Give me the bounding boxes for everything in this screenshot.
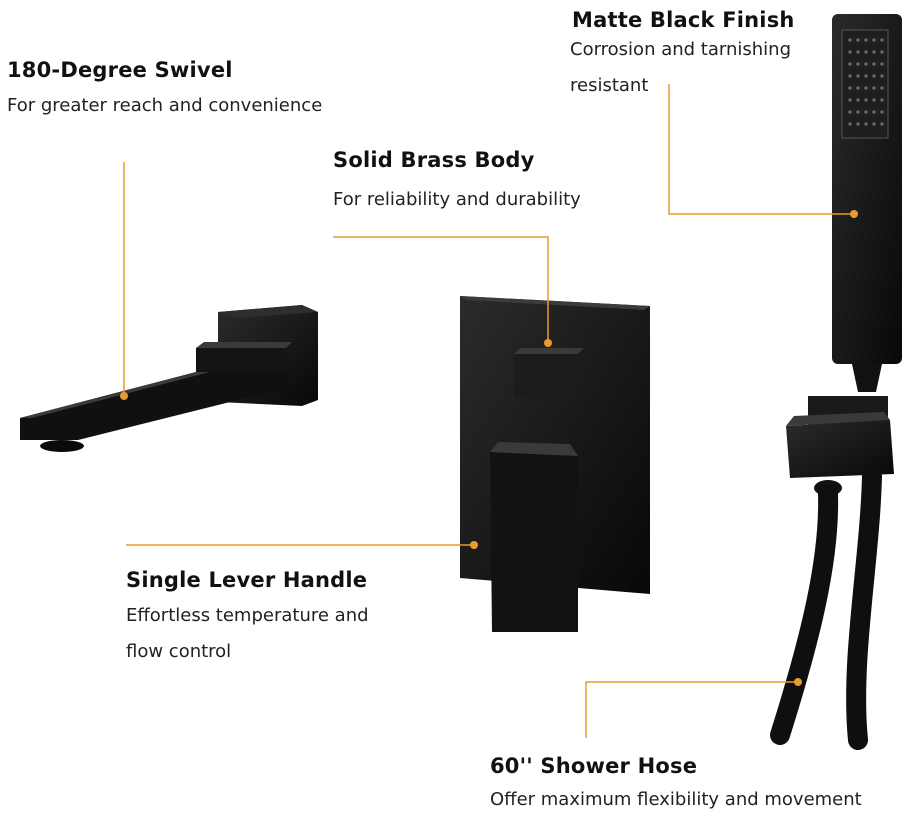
feature-title: 180-Degree Swivel [7, 58, 233, 82]
feature-title: 60'' Shower Hose [490, 754, 698, 778]
feature-desc-line: For greater reach and convenience [7, 95, 323, 116]
tub-spout [20, 305, 318, 452]
feature-title: Matte Black Finish [572, 8, 795, 32]
feature-title: Solid Brass Body [333, 148, 535, 172]
feature-desc-line: For reliability and durability [333, 189, 581, 210]
feature-desc-line: Offer maximum flexibility and movement [490, 789, 862, 810]
feature-desc-line: Effortless temperature and [126, 605, 369, 626]
feature-title: Single Lever Handle [126, 568, 368, 592]
hand-shower [770, 14, 902, 750]
callout-dots [120, 210, 858, 686]
feature-desc-line: flow control [126, 641, 232, 662]
feature-desc-line: resistant [570, 75, 649, 96]
valve-trim-plate [460, 296, 650, 632]
callout-lines [123, 84, 854, 738]
feature-desc-line: Corrosion and tarnishing [570, 39, 791, 60]
